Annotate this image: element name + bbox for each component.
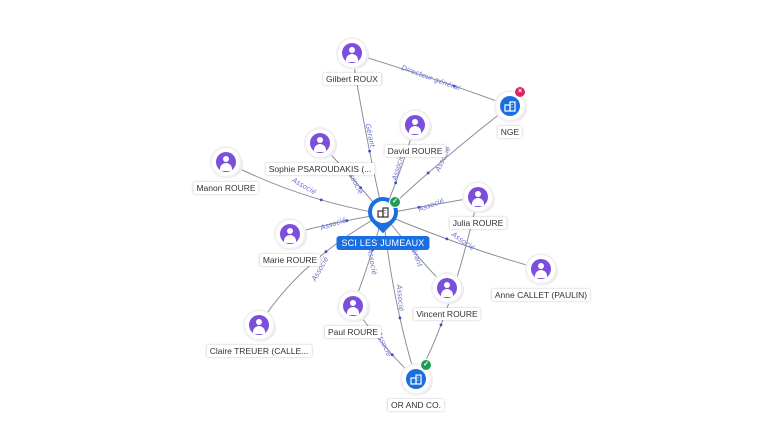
edge-arrow (390, 353, 394, 357)
company-avatar (406, 369, 426, 389)
edge-label: Associé (417, 197, 446, 214)
avatar (310, 133, 330, 153)
edge-gilbert-nge (351, 52, 511, 107)
person-icon[interactable] (338, 39, 366, 67)
edge-label: Associé (366, 247, 379, 276)
edge-arrow (439, 323, 443, 327)
person-name-label[interactable]: Gilbert ROUX (323, 73, 381, 85)
avatar (437, 278, 457, 298)
avatar (280, 224, 300, 244)
edge-arrow (452, 84, 456, 88)
edge-label: Associé (391, 153, 406, 182)
person-name-label[interactable]: Vincent ROURE (413, 308, 481, 320)
check-badge-icon: ✓ (420, 359, 432, 371)
avatar (342, 43, 362, 63)
person-icon[interactable] (464, 183, 492, 211)
person-name-label[interactable]: Julia ROURE (449, 217, 507, 229)
person-name-label[interactable]: Sophie PSAROUDAKIS (... (265, 163, 375, 175)
person-icon[interactable] (339, 292, 367, 320)
edge-arrow (324, 250, 328, 254)
company-avatar (500, 96, 520, 116)
person-name-label[interactable]: Anne CALLET (PAULIN) (491, 289, 591, 301)
avatar (405, 115, 425, 135)
avatar (468, 187, 488, 207)
edge-gilbert-central (351, 52, 384, 215)
avatar (216, 152, 236, 172)
edge-arrow (398, 316, 402, 320)
edge-arrow (445, 237, 449, 241)
edge-label: Associé (395, 283, 405, 312)
edge-central-orand (382, 213, 417, 380)
person-name-label[interactable]: David ROURE (384, 145, 446, 157)
edge-manon-central (225, 161, 384, 215)
edge-arrow (426, 171, 430, 175)
person-icon[interactable] (527, 255, 555, 283)
edge-arrow (345, 219, 349, 223)
person-name-label[interactable]: Claire TREUER (CALLE... (206, 345, 312, 357)
person-name-label[interactable]: Manon ROURE (193, 182, 259, 194)
company-name-label[interactable]: OR AND CO. (387, 399, 445, 411)
person-icon[interactable] (401, 111, 429, 139)
edge-arrow (368, 149, 371, 153)
edge-arrow (359, 186, 363, 190)
central-company-label[interactable]: SCI LES JUMEAUX (336, 236, 430, 250)
edge-arrow (417, 205, 421, 209)
edge-arrow (394, 181, 398, 185)
edge-label: Gérant (364, 123, 377, 148)
building-icon (372, 201, 394, 223)
person-icon[interactable] (245, 311, 273, 339)
building-icon[interactable]: × (496, 86, 526, 120)
edge-label: Directeur général (400, 64, 461, 93)
avatar (249, 315, 269, 335)
edge-label: Associé (290, 176, 318, 197)
edge-arrow (319, 198, 323, 202)
company-name-label[interactable]: NGE (497, 126, 523, 138)
person-name-label[interactable]: Paul ROURE (324, 326, 382, 338)
edge-label: Associé (319, 216, 348, 232)
close-badge-icon: × (514, 86, 526, 98)
person-name-label[interactable]: Marie ROURE (259, 254, 321, 266)
person-icon[interactable] (306, 129, 334, 157)
building-icon[interactable]: ✓ (402, 359, 432, 393)
check-badge-icon: ✓ (389, 196, 401, 208)
person-icon[interactable] (212, 148, 240, 176)
avatar (531, 259, 551, 279)
person-icon[interactable] (433, 274, 461, 302)
avatar (343, 296, 363, 316)
person-icon[interactable] (276, 220, 304, 248)
